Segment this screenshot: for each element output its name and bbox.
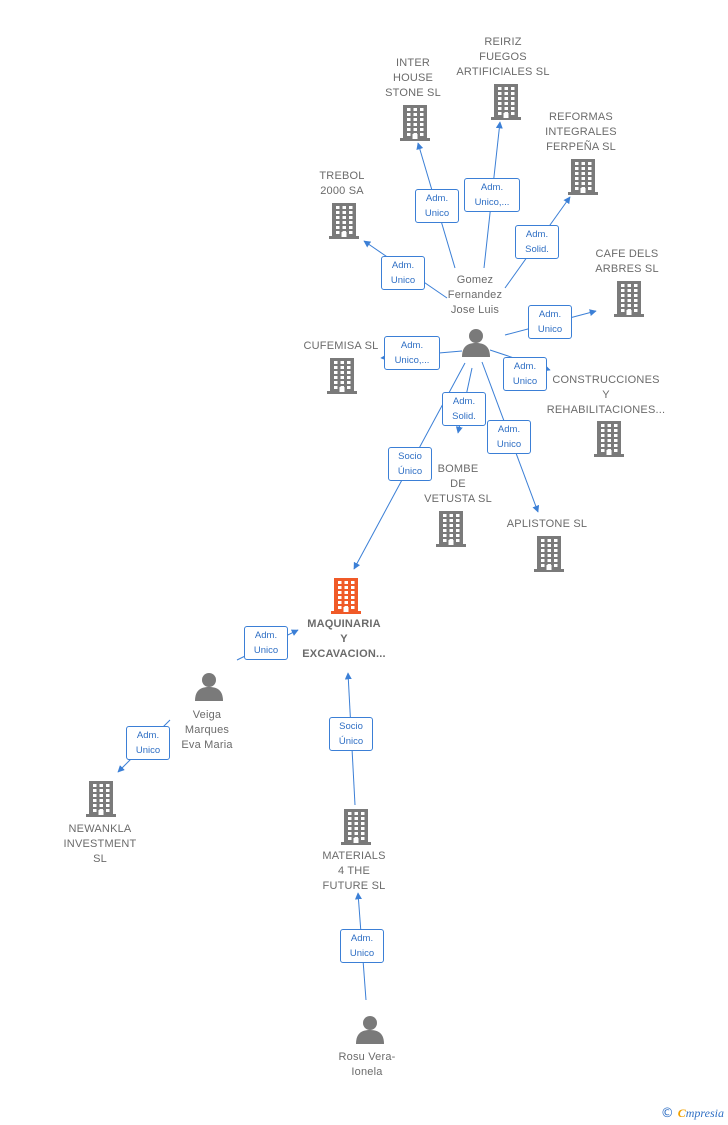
- edge-label-gomez-to-cafe[interactable]: Adm. Unico: [528, 305, 572, 339]
- edge-label-gomez-to-maquinaria[interactable]: Socio Único: [388, 447, 432, 481]
- gomez-label[interactable]: Gomez Fernandez Jose Luis: [447, 274, 503, 316]
- edge-label-gomez-to-reiriz[interactable]: Adm. Unico,...: [464, 178, 520, 212]
- construcciones-label[interactable]: CONSTRUCCIONES Y REHABILITACIONES...: [546, 374, 666, 416]
- gomez-person-icon[interactable]: [461, 327, 491, 362]
- construcciones-building-icon[interactable]: [594, 419, 624, 462]
- empresia-logo[interactable]: ©Cmpresia: [660, 1106, 724, 1121]
- maquinaria-label[interactable]: MAQUINARIA Y EXCAVACION...: [302, 618, 386, 660]
- edge-label-gomez-to-inter_house[interactable]: Adm. Unico: [415, 189, 459, 223]
- reiriz-label[interactable]: REIRIZ FUEGOS ARTIFICIALES SL: [456, 36, 550, 78]
- materials-building-icon[interactable]: [341, 807, 371, 850]
- cufemisa-label[interactable]: CUFEMISA SL: [303, 340, 379, 352]
- cafe-label[interactable]: CAFE DELS ARBRES SL: [595, 248, 659, 275]
- materials-label[interactable]: MATERIALS 4 THE FUTURE SL: [322, 850, 386, 892]
- edge-label-gomez-to-bombe[interactable]: Adm. Solid.: [442, 392, 486, 426]
- veiga-label[interactable]: Veiga Marques Eva Maria: [181, 709, 233, 751]
- newankla-label[interactable]: NEWANKLA INVESTMENT SL: [63, 823, 137, 865]
- edge-label-gomez-to-construcciones[interactable]: Adm. Unico: [503, 357, 547, 391]
- aplistone-building-icon[interactable]: [534, 534, 564, 577]
- rosu-person-icon[interactable]: [355, 1014, 385, 1049]
- cufemisa-building-icon[interactable]: [327, 356, 357, 399]
- edge-label-veiga-to-maquinaria[interactable]: Adm. Unico: [244, 626, 288, 660]
- newankla-building-icon[interactable]: [86, 779, 116, 822]
- edge-label-materials-to-maquinaria[interactable]: Socio Único: [329, 717, 373, 751]
- reiriz-building-icon[interactable]: [491, 82, 521, 125]
- trebol-building-icon[interactable]: [329, 201, 359, 244]
- edge-label-gomez-to-trebol[interactable]: Adm. Unico: [381, 256, 425, 290]
- inter_house-label[interactable]: INTER HOUSE STONE SL: [385, 57, 441, 99]
- edge-label-gomez-to-aplistone[interactable]: Adm. Unico: [487, 420, 531, 454]
- rosu-label[interactable]: Rosu Vera- Ionela: [338, 1051, 396, 1078]
- bombe-building-icon[interactable]: [436, 509, 466, 552]
- aplistone-label[interactable]: APLISTONE SL: [506, 518, 588, 530]
- edge-label-gomez-to-reformas[interactable]: Adm. Solid.: [515, 225, 559, 259]
- cafe-building-icon[interactable]: [614, 279, 644, 322]
- edge-label-veiga-to-newankla[interactable]: Adm. Unico: [126, 726, 170, 760]
- edge-label-rosu-to-materials[interactable]: Adm. Unico: [340, 929, 384, 963]
- edge-label-gomez-to-cufemisa[interactable]: Adm. Unico,...: [384, 336, 440, 370]
- veiga-person-icon[interactable]: [194, 671, 224, 706]
- inter_house-building-icon[interactable]: [400, 103, 430, 146]
- trebol-label[interactable]: TREBOL 2000 SA: [319, 170, 365, 197]
- bombe-label[interactable]: BOMBE DE VETUSTA SL: [424, 463, 492, 505]
- reformas-label[interactable]: REFORMAS INTEGRALES FERPEÑA SL: [545, 111, 617, 153]
- maquinaria-building-icon[interactable]: [331, 576, 361, 619]
- reformas-building-icon[interactable]: [568, 157, 598, 200]
